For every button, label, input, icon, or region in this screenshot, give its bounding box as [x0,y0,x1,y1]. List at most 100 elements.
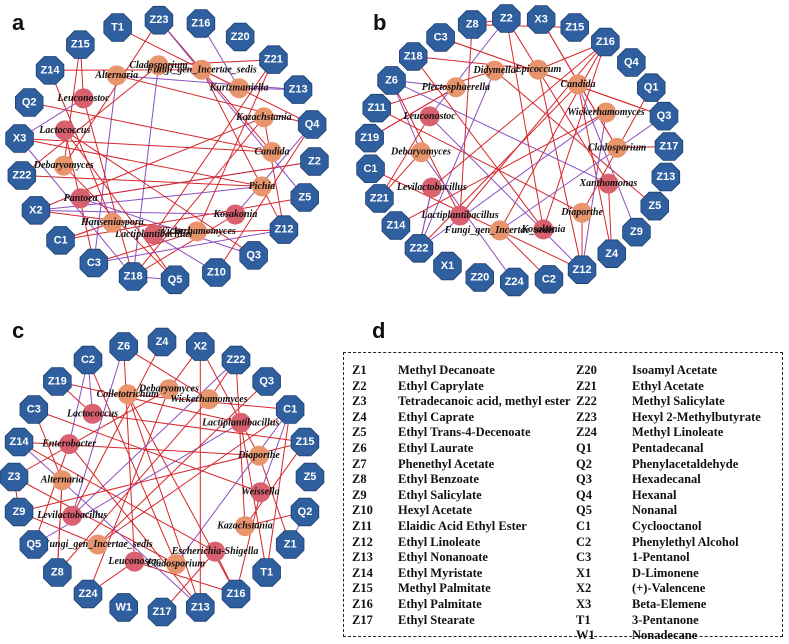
metabolite-label: Z11 [368,102,386,114]
taxon-node: Diaporthe [237,446,280,466]
metabolite-label: C3 [434,32,448,44]
legend-compound-name: Phenylacetaldehyde [632,457,738,471]
metabolite-node: Z5 [291,184,319,212]
metabolite-label: Z22 [410,242,429,254]
metabolite-label: C3 [27,404,41,416]
legend-code: Z3 [352,394,398,410]
metabolite-label: Z6 [117,341,130,353]
legend-code: Q1 [576,441,632,457]
taxon-node: Candida [560,75,595,95]
legend-compound-name: Nonanal [632,503,677,517]
legend-compound-name: Isoamyl Acetate [632,363,717,377]
metabolite-node: Z13 [186,594,214,622]
taxon-label: Xanthomonas [578,178,637,189]
taxon-label: Fungi_gen_Incertae_sedis [444,225,555,236]
metabolite-label: C2 [542,273,556,285]
taxon-node: Candida [254,142,289,162]
metabolite-label: Z13 [656,171,675,183]
metabolite-node: Z21 [260,46,288,74]
legend-code: X1 [576,566,632,582]
taxon-label: Candida [254,147,289,158]
legend-compound-name: Ethyl Salicylate [398,488,482,502]
legend-code: Z13 [352,550,398,566]
metabolite-node: Q3 [253,368,281,396]
panel-c-edge [19,442,200,607]
metabolite-label: Z24 [79,588,99,600]
metabolite-node: Z4 [148,328,176,356]
taxon-label: Diaporthe [237,450,280,461]
metabolite-label: Z19 [48,376,67,388]
taxon-label: Fungi_gen_Incertae_sedis [42,539,153,550]
metabolite-label: X2 [194,341,207,353]
panel-a-letter: a [12,10,25,35]
metabolite-node: C3 [20,396,48,424]
taxon-label: Kazachstania [216,521,273,532]
metabolite-label: Z12 [573,264,592,276]
taxon-label: Plectosphaerella [422,82,490,93]
metabolite-label: Z4 [156,336,170,348]
metabolite-node: Q3 [650,102,678,130]
taxon-label: Kurtzmaniella [209,83,269,94]
taxon-node: Diaporthe [560,203,603,223]
legend-compound-name: Pentadecanal [632,441,704,455]
panel-a-edge [20,139,272,153]
legend-compound-name: Tetradecanoic acid, methyl ester [398,394,570,408]
taxon-node: Kazachstania [216,516,273,536]
metabolite-node: Z14 [382,212,410,240]
metabolite-label: Q5 [168,274,183,286]
metabolite-node: Z10 [203,259,231,287]
metabolite-label: Q2 [298,506,313,518]
metabolite-label: C1 [283,404,297,416]
network-panel-a: a AlternariaCladosporiumFungi_gen_Incert… [6,6,329,293]
legend-code: Z12 [352,535,398,551]
metabolite-label: Z10 [207,267,226,279]
metabolite-node: Q4 [298,111,326,139]
taxon-label: Lactiplantibacillus [114,229,192,240]
metabolite-label: Z4 [605,248,619,260]
metabolite-label: C2 [81,354,95,366]
legend-compound-name: Ethyl Laurate [398,441,473,455]
legend-compound-name: Ethyl Trans-4-Decenoate [398,425,531,439]
legend-compound-name: Ethyl Caprate [398,410,474,424]
panel-c-edge [124,347,135,562]
legend-code: Z21 [576,379,632,395]
taxon-label: Fungi_gen_Incertae_sedis [146,64,257,75]
taxon-label: Candida [560,79,595,90]
metabolite-label: W1 [115,601,132,613]
legend-code: Z22 [576,394,632,410]
legend-code: C1 [576,519,632,535]
legend-code: Z23 [576,410,632,426]
legend-code: Z2 [352,379,398,395]
taxon-label: Debaryomyces [390,147,451,158]
taxon-node: Alternaria [40,470,84,490]
metabolite-label: Q4 [624,57,640,69]
legend-compound-name: Hexadecanal [632,472,701,486]
metabolite-node: Z11 [363,94,391,122]
metabolite-node: Z9 [5,498,33,526]
legend-compound-name: Ethyl Linoleate [398,535,480,549]
legend-code: X3 [576,597,632,613]
taxon-label: Debaryomyces [33,160,94,171]
legend-code: Z5 [352,425,398,441]
metabolite-label: T1 [260,567,273,579]
metabolite-label: Q5 [26,539,41,551]
metabolite-label: X1 [441,260,454,272]
metabolite-node: X3 [527,6,555,34]
metabolite-node: Z14 [5,428,33,456]
metabolite-node: Z24 [500,268,528,296]
metabolite-label: Z13 [191,601,210,613]
metabolite-node: Z17 [655,133,683,161]
legend-code: Z15 [352,581,398,597]
legend-code: Z14 [352,566,398,582]
taxon-label: Wickerhamomyces [170,394,248,405]
